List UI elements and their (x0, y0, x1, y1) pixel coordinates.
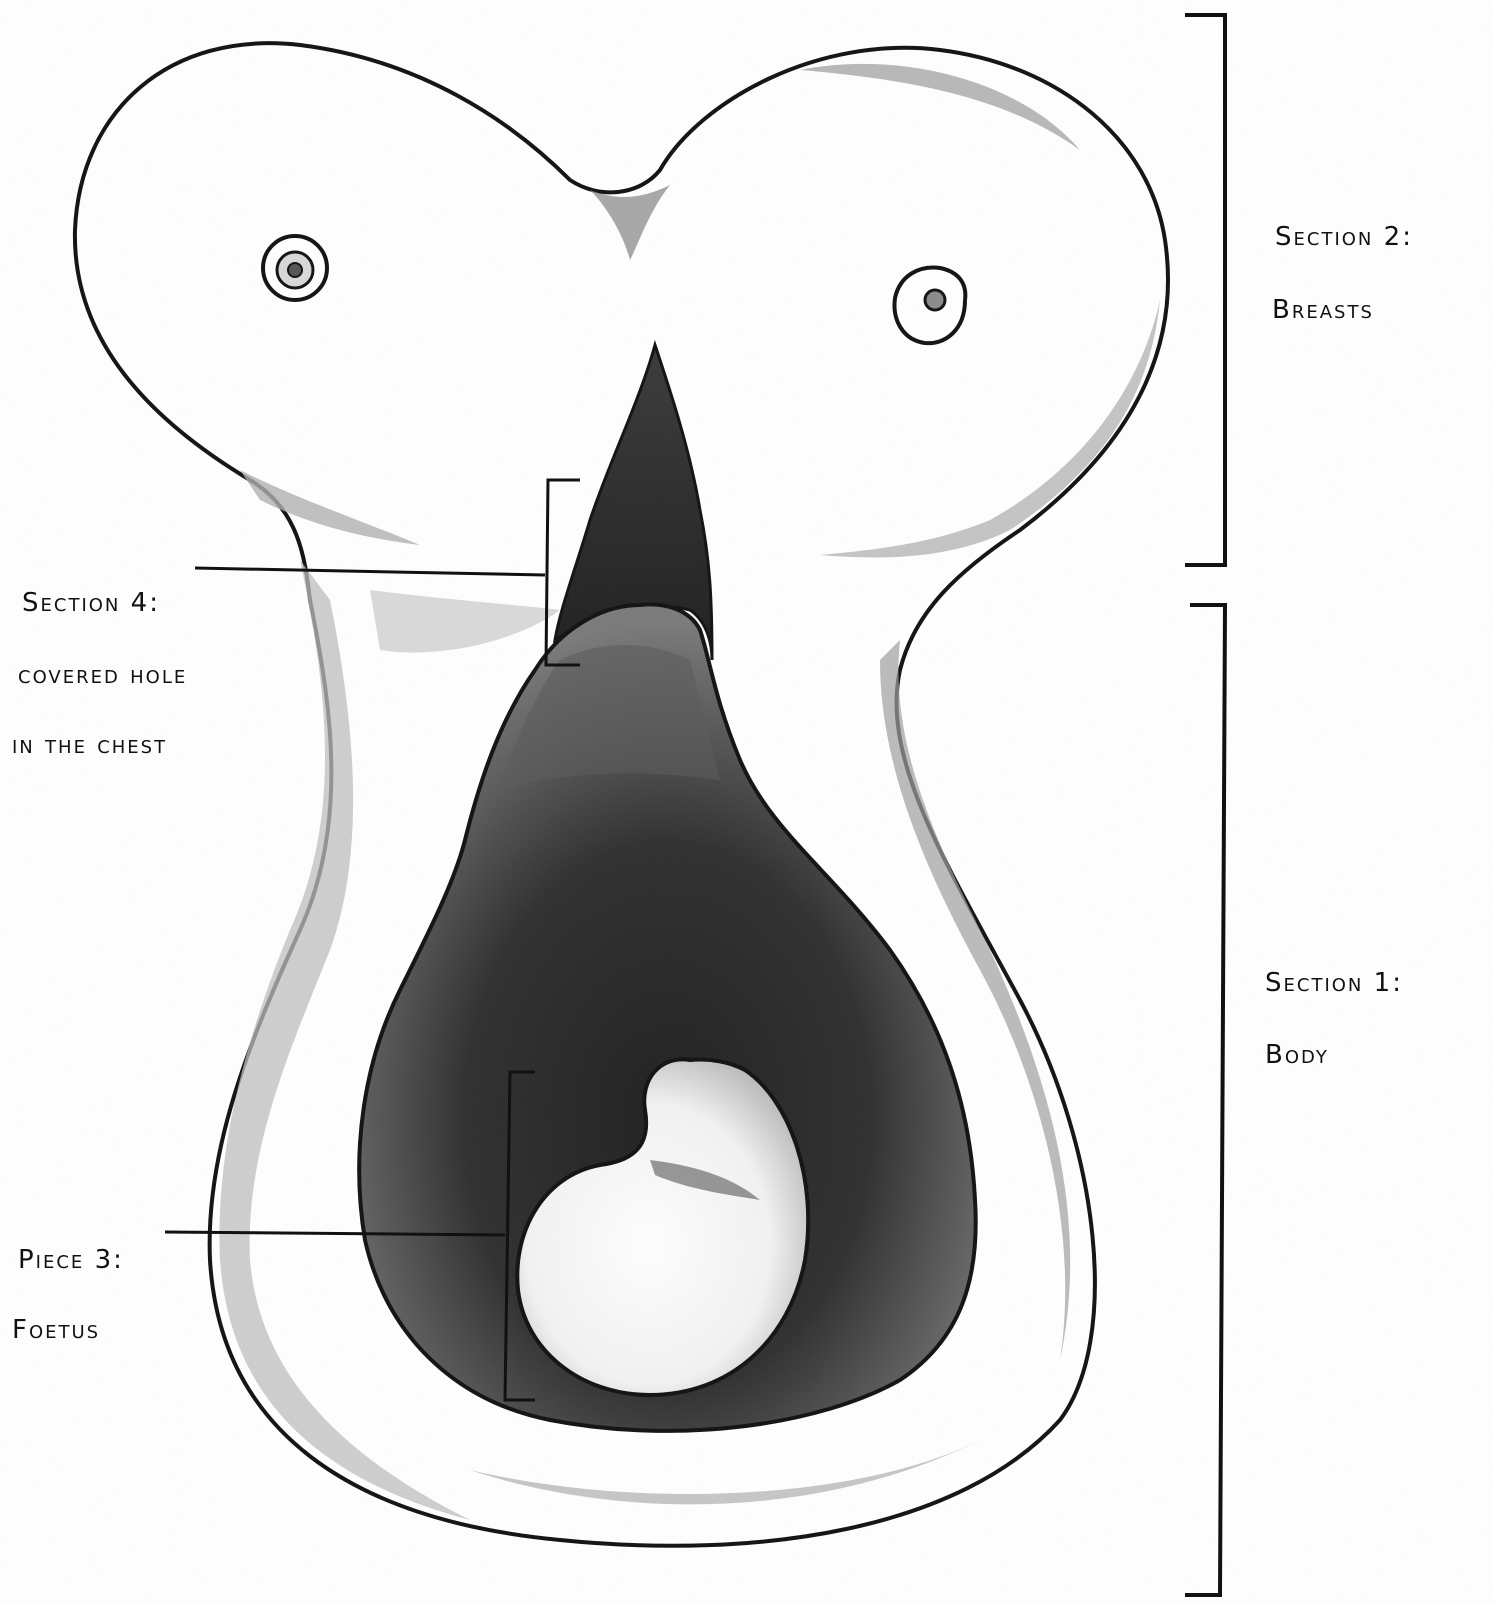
section1-title: Section 1: (1265, 968, 1403, 998)
piece3-name: Foetus (12, 1315, 100, 1345)
section2-title: Section 2: (1275, 222, 1413, 252)
section4-line1: covered hole (18, 660, 187, 690)
section4-title: Section 4: (22, 588, 160, 618)
section2-name: Breasts (1272, 295, 1374, 325)
section4-line2: in the chest (12, 730, 167, 760)
piece3-title: Piece 3: (18, 1245, 124, 1275)
section1-name: Body (1265, 1040, 1329, 1070)
